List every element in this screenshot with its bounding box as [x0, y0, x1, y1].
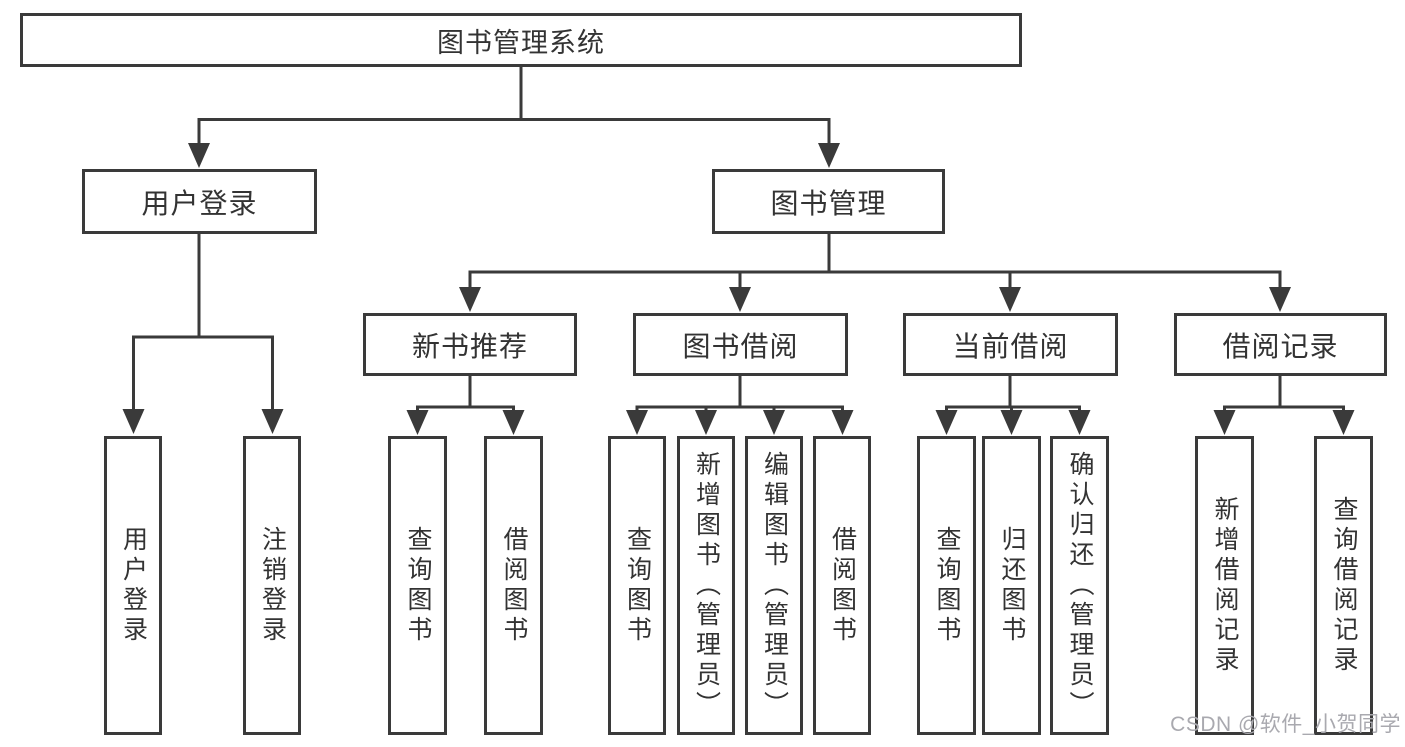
arrowheads [122, 143, 1355, 435]
node-book-borrowing-label: 图书借阅 [682, 330, 799, 362]
leaf-query-books-borrowing-label: 查询图书 [623, 525, 652, 646]
leaf-confirm-return-admin-label: 确认归还（管理员） [1066, 450, 1094, 721]
leaf-borrow-books-label: 借阅图书 [828, 525, 857, 646]
leaf-borrow-books: 借阅图书 [813, 436, 871, 735]
leaf-user-login: 用户登录 [104, 436, 162, 735]
leaf-query-books-current-label: 查询图书 [933, 525, 961, 646]
node-current-borrowing: 当前借阅 [903, 313, 1118, 376]
leaf-query-borrow-record-label: 查询借阅记录 [1330, 495, 1358, 676]
node-borrowing-records: 借阅记录 [1174, 313, 1387, 376]
leaf-query-books-borrowing: 查询图书 [608, 436, 666, 735]
node-root-label: 图书管理系统 [437, 27, 605, 58]
leaf-add-borrow-record-label: 新增借阅记录 [1211, 495, 1239, 676]
node-user-login: 用户登录 [82, 169, 317, 234]
node-book-management-label: 图书管理 [770, 187, 887, 219]
node-user-login-label: 用户登录 [141, 187, 258, 219]
leaf-edit-books-admin: 编辑图书（管理员） [745, 436, 803, 735]
leaf-query-borrow-record: 查询借阅记录 [1314, 436, 1373, 735]
leaf-logout-login-label: 注销登录 [258, 525, 287, 646]
node-book-borrowing: 图书借阅 [633, 313, 848, 376]
leaf-query-books-recommend-label: 查询图书 [404, 525, 432, 646]
node-book-management: 图书管理 [712, 169, 945, 234]
leaf-add-books-admin: 新增图书（管理员） [677, 436, 735, 735]
leaf-user-login-label: 用户登录 [119, 525, 148, 646]
leaf-return-books: 归还图书 [982, 436, 1041, 735]
leaf-edit-books-admin-label: 编辑图书（管理员） [760, 450, 789, 721]
leaf-query-books-current: 查询图书 [917, 436, 976, 735]
node-root: 图书管理系统 [20, 13, 1022, 67]
leaf-logout-login: 注销登录 [243, 436, 301, 735]
leaf-add-books-admin-label: 新增图书（管理员） [692, 450, 721, 721]
node-new-book-recommend-label: 新书推荐 [411, 330, 528, 362]
node-current-borrowing-label: 当前借阅 [952, 330, 1069, 362]
leaf-confirm-return-admin: 确认归还（管理员） [1050, 436, 1109, 735]
leaf-query-books-recommend: 查询图书 [388, 436, 447, 735]
leaf-borrow-books-recommend: 借阅图书 [484, 436, 543, 735]
leaf-borrow-books-recommend-label: 借阅图书 [500, 525, 528, 646]
node-borrowing-records-label: 借阅记录 [1222, 330, 1339, 362]
leaf-return-books-label: 归还图书 [998, 525, 1026, 646]
node-new-book-recommend: 新书推荐 [363, 313, 577, 376]
leaf-add-borrow-record: 新增借阅记录 [1195, 436, 1254, 735]
